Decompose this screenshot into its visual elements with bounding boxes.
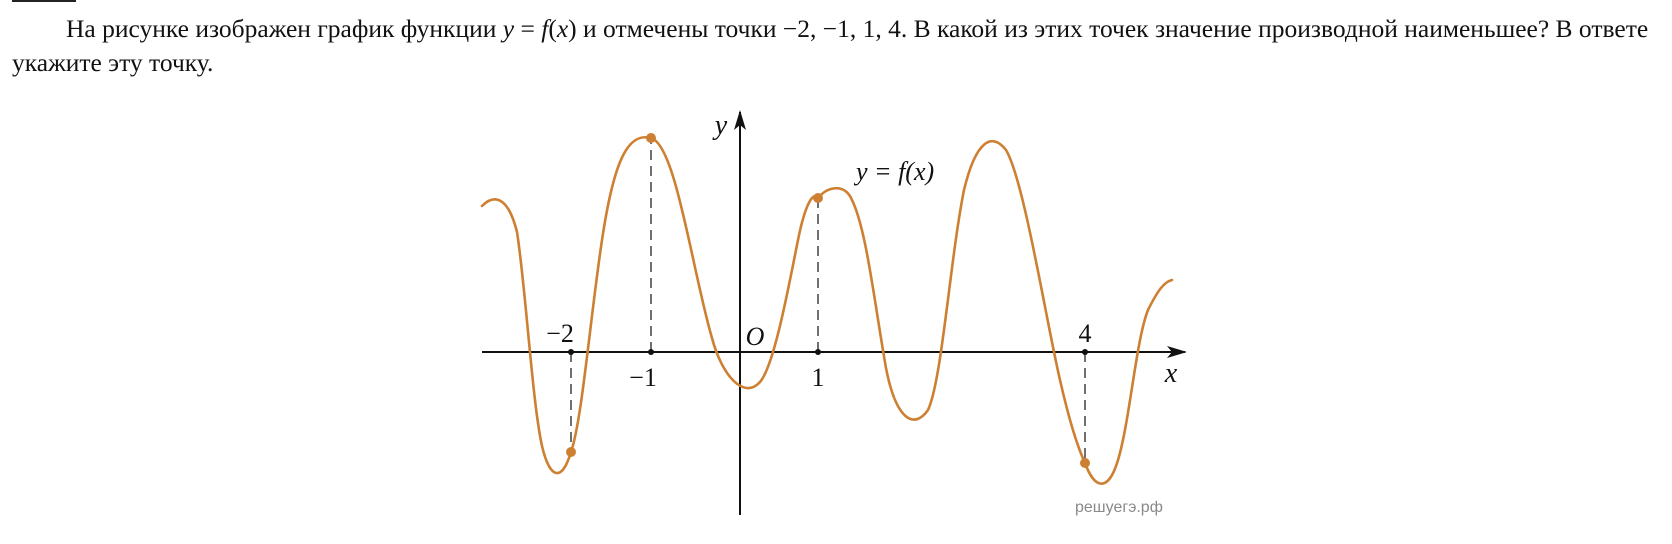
tick-dot-4 [1082,349,1088,355]
curve-points [566,133,1090,468]
math-rparen: ) [568,14,577,43]
curve-point-minus2 [566,447,576,457]
math-f: f [541,14,549,43]
math-y: y [502,14,515,43]
dashed-guides [570,138,1086,463]
curve-point-4 [1080,458,1090,468]
math-x: x [556,14,569,43]
axis-tick-dots [568,349,1088,355]
math-lparen: ( [548,14,557,43]
problem-text-after: и отмечены точки −2, −1, 1, 4. В какой и… [12,14,1649,77]
tick-label-1: 1 [812,363,825,392]
curve-point-1 [813,193,823,203]
problem-statement: На рисунке изображен график функции y = … [12,12,1660,80]
tick-label-minus1: −1 [629,363,657,392]
tick-label-minus2: −2 [546,319,574,348]
function-notation: y = f(x) [503,14,577,43]
curve-label: y = f(x) [853,157,934,186]
curve-point-minus1 [646,133,656,143]
tick-label-4: 4 [1079,319,1092,348]
watermark: решуегэ.рф [1075,499,1163,516]
problem-text-before: На рисунке изображен график функции [66,14,503,43]
x-axis-label: x [1164,358,1178,389]
function-curve [480,135,1174,485]
tick-dot-minus2 [568,349,574,355]
origin-label: O [746,322,765,351]
top-rule [12,0,76,2]
math-equals: = [514,14,542,43]
y-axis-label: y [712,110,728,141]
tick-dot-1 [815,349,821,355]
tick-dot-minus1 [648,349,654,355]
